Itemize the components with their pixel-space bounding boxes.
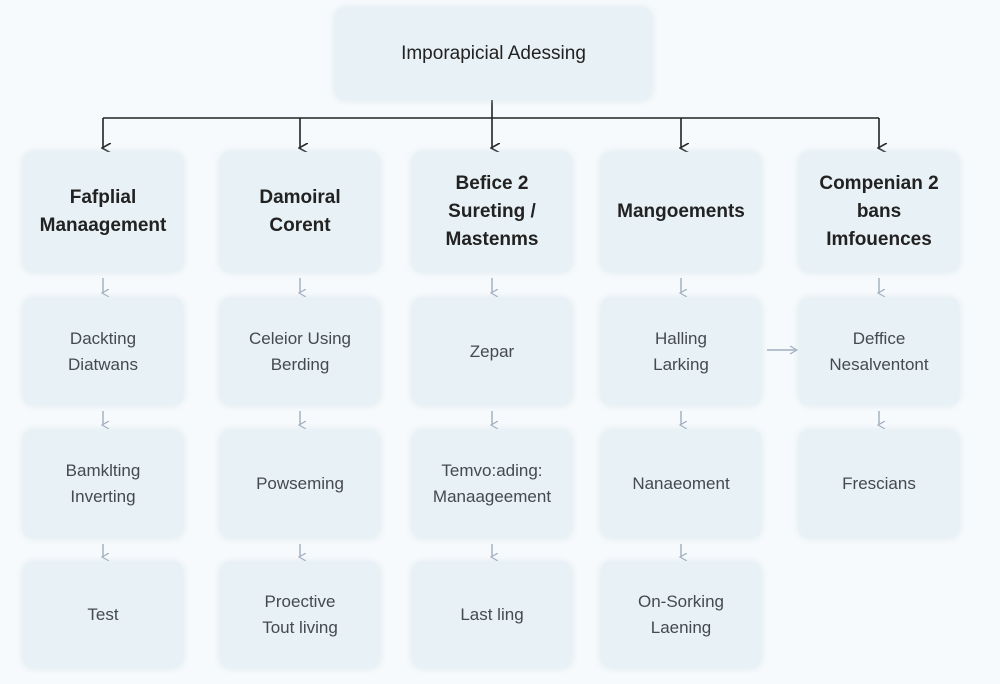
column-header-node: Fafplial Manaagement (23, 152, 183, 272)
column-item-node: Deffice Nesalventont (799, 298, 959, 405)
column-item-label: Frescians (842, 474, 916, 493)
column-item-label: Test (87, 605, 119, 624)
column-item-node: Test (23, 562, 183, 668)
column-item-label: Zepar (469, 341, 515, 361)
column-header-node: Compenian 2 bans Imfouences (799, 152, 959, 272)
column-item-label: Nanaeoment (632, 474, 730, 493)
column-item-label: Last ling (460, 605, 524, 624)
column-item-label: Halling Larking (653, 328, 709, 374)
column-item-label: Celeior Using Berding (248, 328, 352, 374)
column-item-label: Deffice Nesalventont (829, 328, 929, 374)
column-header-label: Befice 2 Sureting / Mastenms (445, 173, 539, 250)
column-item-label: Proective Tout living (262, 592, 338, 637)
column-item-label: Dackting Diatwans (68, 328, 138, 374)
column-header-node: Befice 2 Sureting / Mastenms (412, 152, 572, 272)
column-item-node: Zepar (412, 298, 572, 405)
column-header-label: Compenian 2 bans Imfouences (819, 173, 939, 250)
column-item-node: Last ling (412, 562, 572, 668)
column-item-node: On-Sorking Laening (601, 562, 761, 668)
column-item-label: Bamklting Inverting (65, 461, 141, 506)
column-header-node: Mangoements (601, 152, 761, 272)
column-item-node: Temvo:ading: Manaageement (412, 430, 572, 538)
root-node: Imporapicial Adessing (335, 8, 652, 100)
column-header-label: Mangoements (617, 201, 745, 222)
column-item-node: Halling Larking (601, 298, 761, 405)
column-header-label: Damoiral Corent (259, 187, 341, 236)
column-item-node: Celeior Using Berding (220, 298, 380, 405)
column-item-node: Proective Tout living (220, 562, 380, 668)
column-header-label: Fafplial Manaagement (39, 187, 167, 236)
column-item-node: Powseming (220, 430, 380, 538)
column-item-node: Bamklting Inverting (23, 430, 183, 538)
side-arrowhead (789, 345, 799, 355)
root-label: Imporapicial Adessing (401, 43, 586, 64)
column-item-label: Powseming (256, 474, 344, 493)
column-item-node: Frescians (799, 430, 959, 538)
column-item-label: Temvo:ading: Manaageement (432, 461, 552, 506)
column-header-node: Damoiral Corent (220, 152, 380, 272)
column-item-node: Dackting Diatwans (23, 298, 183, 405)
column-item-node: Nanaeoment (601, 430, 761, 538)
column-item-label: On-Sorking Laening (638, 592, 724, 637)
